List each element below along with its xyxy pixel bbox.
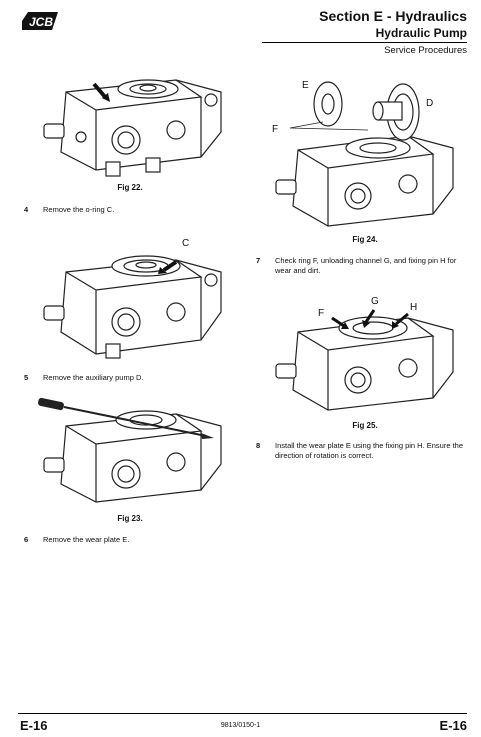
fig22-illustration bbox=[43, 79, 222, 177]
jcb-logo: JCB bbox=[22, 12, 58, 30]
svg-text:JCB: JCB bbox=[29, 15, 53, 29]
label-f: F bbox=[272, 124, 278, 135]
step-number: 7 bbox=[256, 256, 261, 265]
document-code: 9813/0150-1 bbox=[220, 722, 261, 729]
fig25-illustration: F G H bbox=[275, 296, 454, 411]
label-e: E bbox=[302, 80, 309, 91]
footer-rule bbox=[18, 713, 467, 714]
step-7: 7 Check ring F, unloading channel G, and… bbox=[256, 256, 468, 278]
fig25-caption: Fig 25. bbox=[352, 421, 378, 430]
label-d: D bbox=[426, 98, 433, 109]
step-text: Remove the o-ring C. bbox=[43, 205, 115, 214]
fig24-caption: Fig 24. bbox=[352, 235, 378, 244]
step-text: Install the wear plate E using the fixin… bbox=[275, 441, 464, 460]
step-text: Remove the auxiliary pump D. bbox=[43, 373, 144, 382]
step-number: 6 bbox=[24, 535, 29, 544]
header-rule bbox=[262, 42, 467, 43]
fig23-caption: Fig 23. bbox=[117, 514, 143, 523]
step-text: Remove the wear plate E. bbox=[43, 535, 130, 544]
fig24-illustration: E D F bbox=[272, 80, 454, 227]
step-4: 4 Remove the o-ring C. bbox=[24, 205, 234, 215]
figc-illustration: C bbox=[43, 238, 222, 359]
service-procedures-label: Service Procedures bbox=[384, 45, 467, 56]
fig22-caption: Fig 22. bbox=[117, 183, 143, 192]
step-number: 8 bbox=[256, 441, 261, 450]
step-number: 4 bbox=[24, 205, 29, 214]
step-5: 5 Remove the auxiliary pump D. bbox=[24, 373, 234, 383]
step-number: 5 bbox=[24, 373, 29, 382]
step-8: 8 Install the wear plate E using the fix… bbox=[256, 441, 468, 463]
label-h: H bbox=[410, 302, 417, 313]
step-6: 6 Remove the wear plate E. bbox=[24, 535, 234, 545]
label-g: G bbox=[371, 296, 379, 307]
section-title: Section E - Hydraulics bbox=[319, 8, 467, 24]
fig23-illustration bbox=[38, 397, 222, 503]
page-number-left: E-16 bbox=[20, 718, 48, 733]
label-f: F bbox=[318, 308, 324, 319]
page-number-right: E-16 bbox=[439, 718, 467, 733]
step-text: Check ring F, unloading channel G, and f… bbox=[275, 256, 457, 275]
section-subtitle: Hydraulic Pump bbox=[375, 26, 467, 40]
label-c: C bbox=[182, 238, 189, 249]
